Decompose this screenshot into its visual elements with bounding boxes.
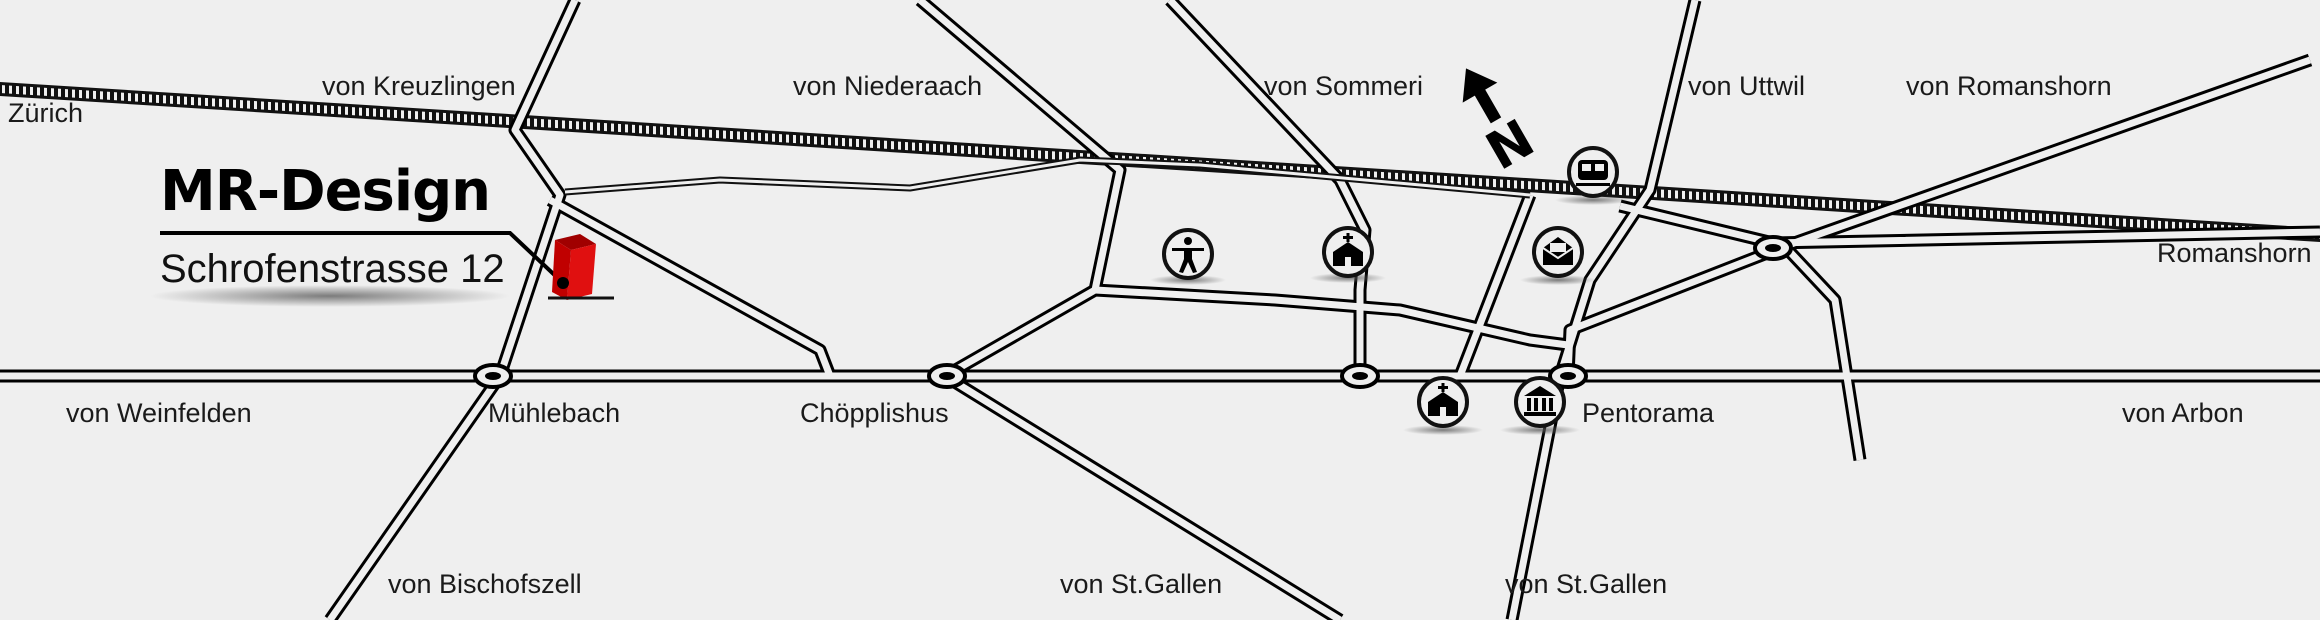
mail-icon	[1520, 226, 1596, 285]
minor-road	[564, 156, 1531, 199]
label-zurich: Zürich	[8, 98, 83, 128]
label-von-weinfelden: von Weinfelden	[66, 398, 252, 428]
brand-address: Schrofenstrasse 12	[160, 247, 505, 291]
brand-name: MR-Design	[160, 159, 490, 224]
place-labels: Zürich von Kreuzlingen von Niederaach vo…	[8, 71, 2312, 599]
train-icon	[1555, 146, 1631, 205]
church-icon	[1403, 376, 1483, 435]
label-von-niederaach: von Niederaach	[793, 71, 982, 101]
label-von-sommeri: von Sommeri	[1264, 71, 1423, 101]
north-arrow-icon: N	[1462, 68, 1545, 183]
label-muehlebach: Mühlebach	[488, 398, 620, 428]
roundabouts	[473, 235, 1793, 389]
label-von-uttwil: von Uttwil	[1688, 71, 1805, 101]
label-von-romanshorn: von Romanshorn	[1906, 71, 2112, 101]
label-von-arbon: von Arbon	[2122, 398, 2244, 428]
label-choepplishus: Chöpplishus	[800, 398, 949, 428]
brand-block: MR-Design Schrofenstrasse 12	[150, 159, 565, 307]
label-romanshorn: Romanshorn	[2157, 238, 2312, 268]
person-icon	[1150, 228, 1226, 285]
label-von-st-gallen: von St.Gallen	[1060, 569, 1222, 599]
church-icon	[1310, 226, 1386, 283]
label-von-bischofszell: von Bischofszell	[388, 569, 582, 599]
label-von-st-gallen: von St.Gallen	[1505, 569, 1667, 599]
location-marker	[548, 234, 614, 300]
svg-text:N: N	[1477, 109, 1545, 183]
label-pentorama: Pentorama	[1582, 398, 1715, 428]
label-von-kreuzlingen: von Kreuzlingen	[322, 71, 516, 101]
museum-icon	[1500, 376, 1580, 435]
